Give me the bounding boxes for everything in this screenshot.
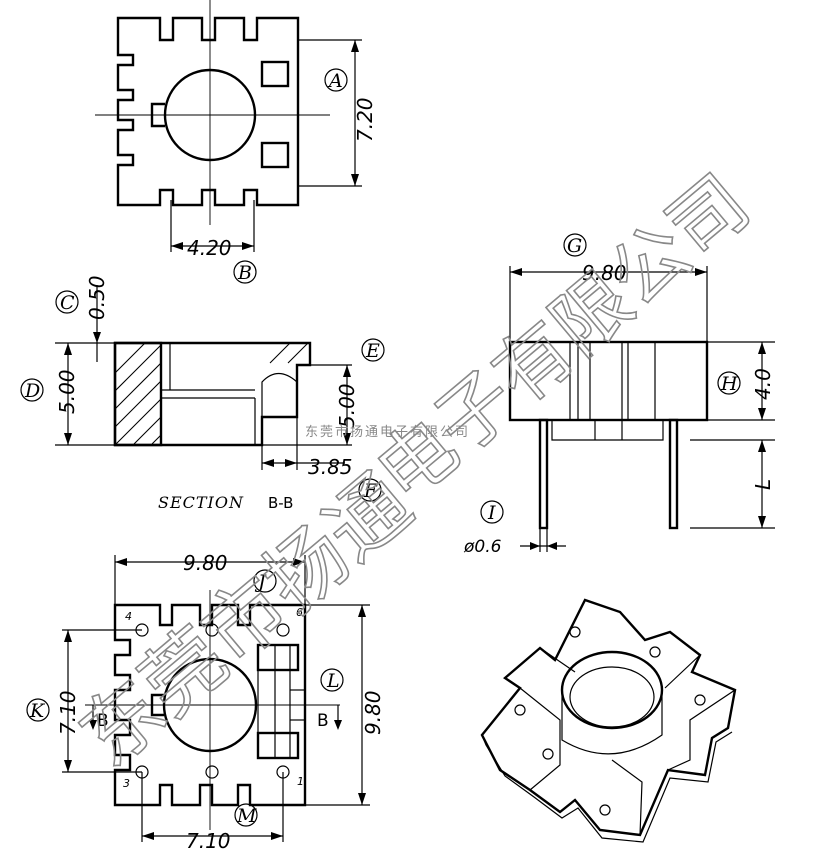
isometric-view bbox=[480, 598, 737, 843]
section-title: SECTION bbox=[158, 493, 244, 512]
top-view bbox=[95, 0, 362, 252]
label-j: J bbox=[254, 571, 267, 593]
label-e: E bbox=[365, 340, 380, 362]
label-d: D bbox=[24, 380, 40, 402]
watermark: 东莞市扬通 电子有限公司 东莞市扬通电子有限公司 bbox=[62, 157, 767, 786]
label-g: G bbox=[567, 235, 582, 257]
pin-number-3: 3 bbox=[123, 777, 130, 790]
bottom-m-dim: 7.10 bbox=[186, 829, 231, 853]
label-f: F bbox=[363, 480, 378, 502]
side-width-dim: 9.80 bbox=[582, 261, 627, 285]
section-view bbox=[55, 285, 352, 470]
section-e-dim: 5.00 bbox=[335, 383, 359, 428]
label-b: B bbox=[237, 262, 252, 284]
section-d-dim: 5.00 bbox=[55, 369, 79, 414]
label-a: A bbox=[327, 70, 343, 92]
label-i: I bbox=[487, 502, 496, 524]
section-f-dim: 3.85 bbox=[308, 455, 353, 479]
label-c: C bbox=[60, 292, 75, 314]
section-mark-left: B bbox=[97, 711, 109, 731]
side-l-dim: L bbox=[751, 479, 775, 490]
section-c-dim: 0.50 bbox=[85, 275, 109, 320]
pin-number-6: 6 bbox=[296, 606, 303, 619]
top-width-dim: 4.20 bbox=[187, 236, 232, 260]
pin-diameter-dim: ø0.6 bbox=[463, 537, 502, 557]
watermark-center: 东莞市扬通电子有限公司 bbox=[305, 424, 470, 440]
pin-number-4: 4 bbox=[125, 610, 132, 623]
label-h: H bbox=[720, 373, 738, 395]
label-m: M bbox=[236, 805, 257, 827]
watermark-diagonal-right: 电子有限公司 bbox=[359, 157, 766, 518]
side-h-dim: 4.0 bbox=[751, 368, 775, 400]
section-mark-right: B bbox=[317, 711, 329, 731]
bottom-k-dim: 7.10 bbox=[56, 690, 80, 735]
bottom-width-dim: 9.80 bbox=[183, 551, 228, 575]
section-name: B-B bbox=[268, 494, 293, 512]
top-height-dim: 7.20 bbox=[353, 97, 377, 142]
label-k: K bbox=[29, 700, 46, 722]
bottom-view bbox=[62, 555, 370, 842]
bottom-height-dim: 9.80 bbox=[361, 690, 385, 735]
label-l: L bbox=[326, 670, 340, 692]
side-view bbox=[508, 266, 775, 552]
pin-number-1: 1 bbox=[297, 775, 304, 788]
